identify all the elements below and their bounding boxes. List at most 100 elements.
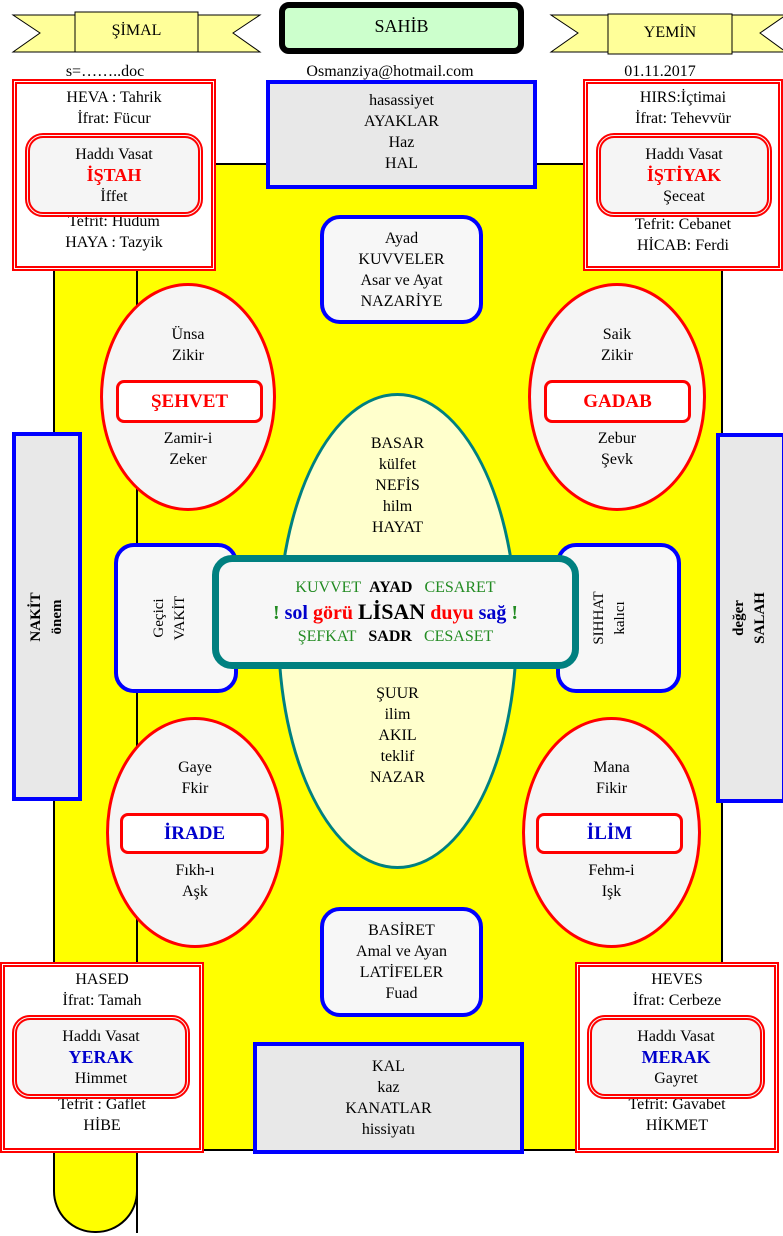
text: duyu bbox=[430, 601, 474, 624]
gadab-label: GADAB bbox=[544, 380, 691, 423]
text: KAL bbox=[372, 1058, 405, 1075]
text: Zeker bbox=[169, 451, 207, 468]
text: HİCAB: Ferdi bbox=[637, 237, 729, 254]
text: Tefrit: Gavabet bbox=[628, 1096, 726, 1113]
text: Fehm-i bbox=[588, 862, 635, 879]
text: Fikir bbox=[595, 780, 628, 797]
text: Tefrit: Cebanet bbox=[634, 216, 732, 233]
text: İfrat: Tehevvür bbox=[635, 110, 731, 127]
text: Zamir-i bbox=[163, 430, 213, 447]
text: İffet bbox=[100, 187, 128, 205]
text: HAYAT bbox=[372, 519, 423, 536]
right-mid-text: SIHHAT kalıcı bbox=[589, 558, 631, 678]
irade-label: İRADE bbox=[120, 813, 269, 854]
text: Ünsa bbox=[171, 326, 205, 343]
text: Ayad bbox=[384, 229, 419, 247]
text: HEVES bbox=[651, 971, 703, 988]
virtue-label: YERAK bbox=[68, 1046, 134, 1067]
text: Aşk bbox=[182, 883, 208, 900]
text: HEVA : Tahrik bbox=[66, 89, 162, 106]
text: NAKİT bbox=[28, 592, 44, 642]
text: Himmet bbox=[74, 1069, 128, 1087]
text: Saik bbox=[602, 326, 632, 343]
central-row-1: KUVVET AYAD CESARET bbox=[295, 576, 495, 600]
text: Zikir bbox=[172, 347, 204, 364]
virtue-label: MERAK bbox=[641, 1046, 711, 1067]
text: BASİRET bbox=[368, 922, 435, 939]
text: NEFİS bbox=[375, 477, 420, 494]
text: Fkir bbox=[181, 780, 209, 797]
text: HİKMET bbox=[645, 1117, 709, 1134]
text: ilim bbox=[384, 706, 411, 723]
left-side-text: NAKİT önem bbox=[26, 542, 68, 692]
text: önem bbox=[49, 599, 65, 635]
text: HIRS:İçtimai bbox=[639, 89, 727, 106]
left-banner-ribbon bbox=[11, 11, 262, 53]
text: Şeceat bbox=[663, 187, 705, 205]
text: Haddı Vasat bbox=[75, 145, 153, 163]
left-side-box bbox=[12, 432, 82, 801]
text: VAKİT bbox=[172, 595, 188, 641]
text: Tefrit : Gaflet bbox=[58, 1096, 146, 1113]
text: Mana bbox=[593, 759, 630, 776]
text: görü bbox=[312, 601, 353, 624]
text: AKIL bbox=[378, 727, 417, 744]
text: HİBE bbox=[83, 1117, 121, 1134]
title-box: SAHİB bbox=[279, 2, 524, 54]
text: ! bbox=[272, 601, 280, 624]
file-name: s=……..doc bbox=[65, 62, 145, 80]
text: sağ bbox=[478, 601, 507, 624]
text: İfrat: Fücur bbox=[77, 110, 151, 127]
central-box: KUVVET AYAD CESARET ! sol görü LİSAN duy… bbox=[212, 555, 579, 669]
text: ŞUUR bbox=[376, 685, 419, 702]
text: HASED bbox=[75, 971, 129, 988]
text: KUVVELER bbox=[358, 250, 445, 268]
central-row-3: ŞEFKAT SADR CESASET bbox=[298, 625, 494, 649]
text: teklif bbox=[380, 748, 415, 765]
text: AYAD bbox=[369, 578, 413, 596]
text: İfrat: Tamah bbox=[62, 992, 142, 1009]
text: HAL bbox=[385, 155, 418, 172]
text: kalıcı bbox=[612, 601, 628, 635]
text: kaz bbox=[377, 1079, 400, 1096]
text: Şevk bbox=[601, 451, 633, 468]
text: Gaye bbox=[178, 759, 212, 776]
right-side-box bbox=[716, 433, 783, 803]
text: SIHHAT bbox=[591, 591, 607, 645]
stem-line bbox=[136, 165, 138, 1233]
text: CESASET bbox=[423, 627, 494, 645]
right-banner-ribbon bbox=[549, 13, 783, 55]
text: Zikir bbox=[601, 347, 633, 364]
text: AYAKLAR bbox=[364, 113, 439, 130]
text: sol bbox=[284, 601, 308, 624]
right-banner-label: YEMİN bbox=[643, 23, 697, 41]
text: SADR bbox=[368, 627, 412, 645]
text: Fıkh-ı bbox=[175, 862, 215, 879]
text: Asar ve Ayat bbox=[360, 271, 443, 289]
virtue-label: İŞTAH bbox=[86, 164, 142, 185]
text: külfet bbox=[378, 456, 417, 473]
